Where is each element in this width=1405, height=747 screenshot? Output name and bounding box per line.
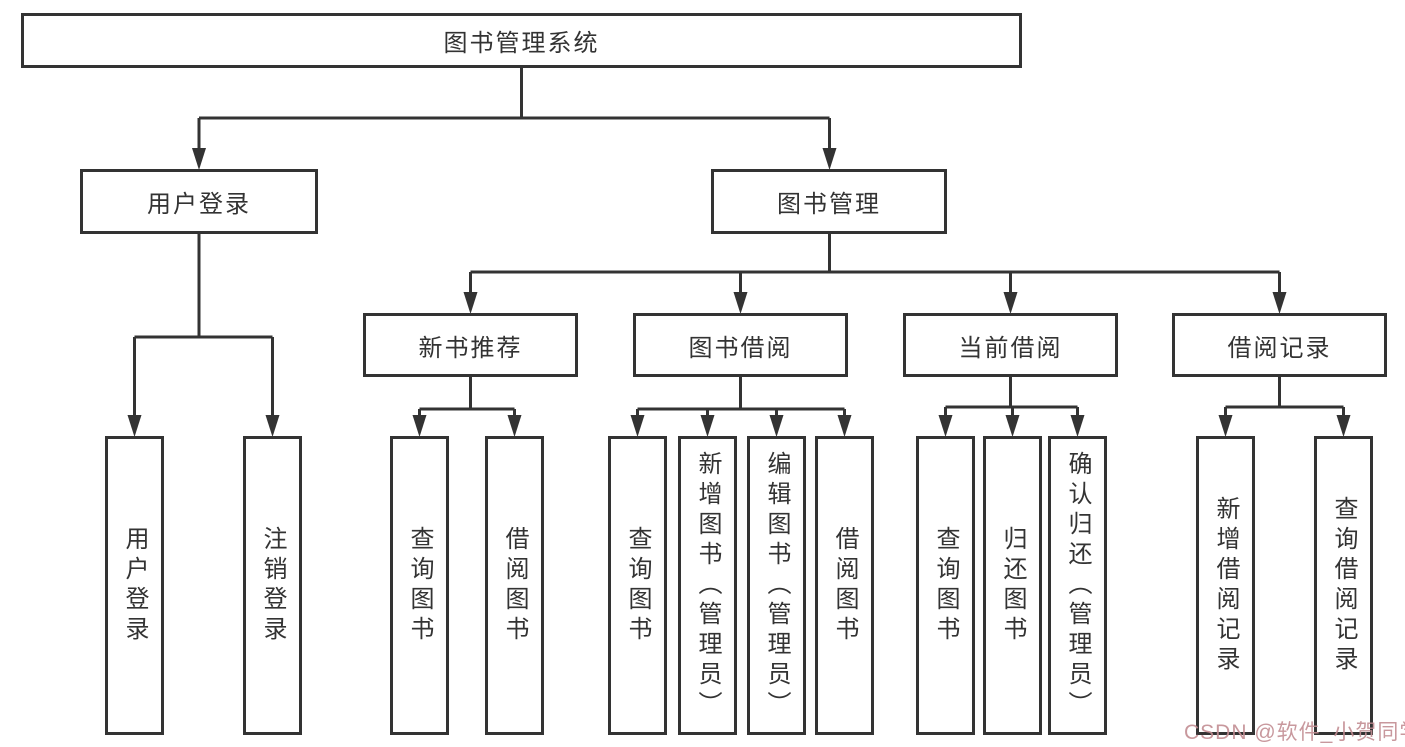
node-book-borrow: 图书借阅 <box>633 313 848 377</box>
node-book-management: 图书管理 <box>711 169 947 234</box>
node-label: 用户登录 <box>147 191 251 218</box>
node-current-borrow: 当前借阅 <box>903 313 1118 377</box>
node-new-book-recommend: 新书推荐 <box>363 313 578 377</box>
leaf-label: 注销登录 <box>259 525 286 646</box>
leaf-logout: 注销登录 <box>243 436 302 735</box>
node-label: 当前借阅 <box>958 334 1063 362</box>
leaf-label: 确认归还（管理员） <box>1064 450 1091 721</box>
leaf-label: 查询图书 <box>624 525 651 646</box>
leaf-add-borrow-record: 新增借阅记录 <box>1196 436 1255 735</box>
leaf-query-books: 查询图书 <box>390 436 449 735</box>
leaf-label: 查询借阅记录 <box>1330 495 1357 676</box>
node-label: 图书借阅 <box>688 334 793 362</box>
leaf-label: 编辑图书（管理员） <box>763 450 790 721</box>
node-label: 图书管理 <box>777 191 881 218</box>
leaf-label: 归还图书 <box>999 525 1026 646</box>
node-borrow-records: 借阅记录 <box>1172 313 1387 377</box>
leaf-label: 借阅图书 <box>501 525 528 646</box>
node-label: 图书管理系统 <box>443 30 600 57</box>
leaf-confirm-return-admin: 确认归还（管理员） <box>1048 436 1107 735</box>
node-user-login: 用户登录 <box>80 169 318 234</box>
leaf-label: 查询图书 <box>406 525 433 646</box>
node-label: 借阅记录 <box>1227 334 1332 362</box>
leaf-return-books: 归还图书 <box>983 436 1042 735</box>
leaf-label: 新增借阅记录 <box>1212 495 1239 676</box>
leaf-query-books-2: 查询图书 <box>608 436 667 735</box>
leaf-user-login: 用户登录 <box>105 436 164 735</box>
leaf-query-borrow-record: 查询借阅记录 <box>1314 436 1373 735</box>
node-library-system: 图书管理系统 <box>21 13 1022 68</box>
node-label: 新书推荐 <box>418 334 523 362</box>
leaf-label: 查询图书 <box>932 525 959 646</box>
watermark: CSDN @软件_小贺同学 <box>1184 721 1405 744</box>
leaf-label: 借阅图书 <box>831 525 858 646</box>
leaf-query-books-3: 查询图书 <box>916 436 975 735</box>
leaf-borrow-books: 借阅图书 <box>485 436 544 735</box>
leaf-label: 新增图书（管理员） <box>694 450 721 721</box>
leaf-edit-books-admin: 编辑图书（管理员） <box>747 436 806 735</box>
leaf-label: 用户登录 <box>121 525 148 646</box>
leaf-add-books-admin: 新增图书（管理员） <box>678 436 737 735</box>
leaf-borrow-books-2: 借阅图书 <box>815 436 874 735</box>
